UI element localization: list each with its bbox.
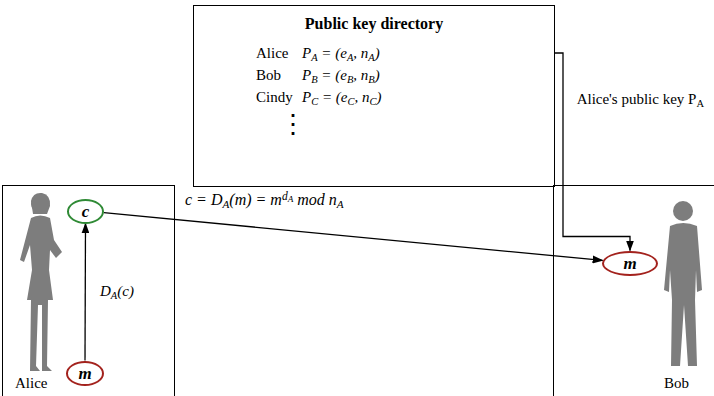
oval-letter: m bbox=[78, 365, 91, 382]
key-formula: PA = (eA, nA) bbox=[302, 44, 380, 62]
ciphertext-oval: c bbox=[67, 199, 104, 224]
party-box: Bob m bbox=[553, 185, 714, 396]
message-oval: m bbox=[66, 361, 104, 386]
edge-label: Alice's public key PA bbox=[574, 90, 704, 108]
directory-title: Public key directory bbox=[194, 14, 554, 33]
directory-box: Public key directoryAlice PA = (eA, nA) Bo… bbox=[193, 5, 555, 187]
edge-label: DA(c) bbox=[100, 282, 134, 300]
person-name: Cindy bbox=[256, 88, 293, 106]
oval-letter: c bbox=[82, 203, 90, 220]
arrow-connector bbox=[84, 224, 86, 361]
arrow-connector bbox=[104, 213, 603, 261]
person-name: Bob bbox=[664, 374, 689, 392]
message-oval: m bbox=[602, 251, 658, 276]
person-name: Bob bbox=[256, 66, 281, 84]
person-name: Alice bbox=[15, 374, 47, 392]
ellipsis-dots: ⋮ bbox=[280, 112, 306, 138]
key-formula: PC = (eC, nC) bbox=[302, 88, 382, 106]
oval-letter: m bbox=[623, 255, 636, 272]
edge-label: c = DA(m) = mdA mod nA bbox=[185, 190, 344, 209]
person-name: Alice bbox=[256, 44, 288, 62]
bob-figure bbox=[664, 201, 702, 366]
party-box: Alice c m bbox=[2, 185, 175, 396]
arrow-connector bbox=[555, 53, 630, 251]
key-formula: PB = (eB, nB) bbox=[302, 66, 380, 84]
alice-figure bbox=[20, 193, 62, 371]
